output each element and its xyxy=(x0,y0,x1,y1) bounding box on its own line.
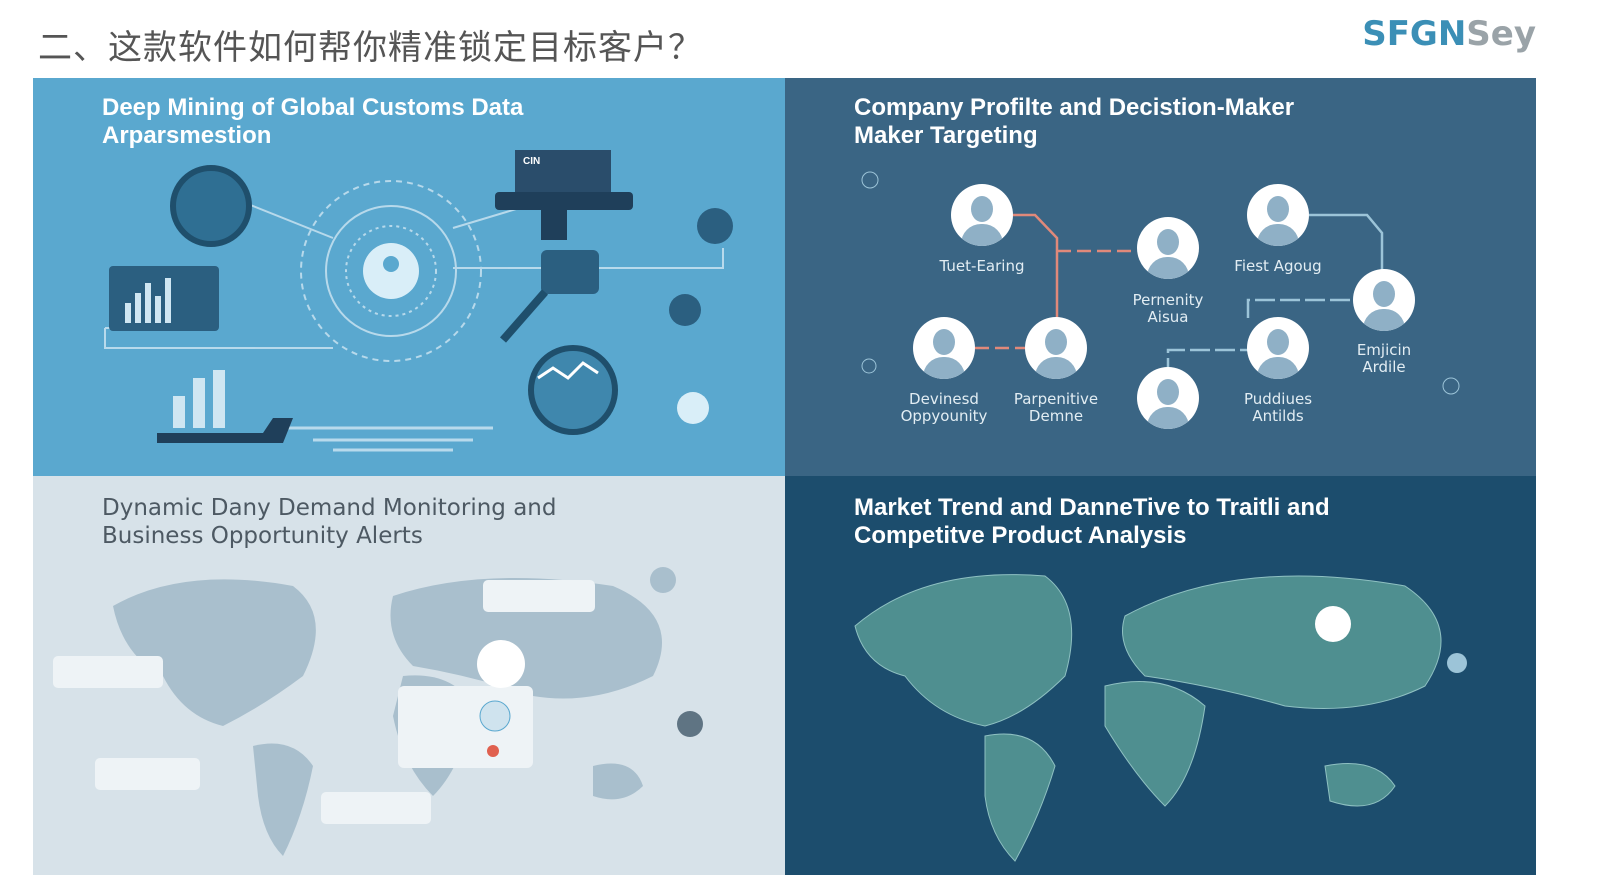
title-line: Competitve Product Analysis xyxy=(854,522,1187,549)
title-line: Arparsmestion xyxy=(102,122,272,149)
alert-icon xyxy=(677,711,703,737)
title-line: Company Profilte and Decistion-Maker xyxy=(854,94,1295,121)
label-line: Aisua xyxy=(1147,308,1189,326)
label-line: Tuet-Earing xyxy=(939,257,1025,275)
person-node[interactable] xyxy=(1025,317,1087,379)
magnifier-icon xyxy=(528,345,618,435)
customs-data-illustration: CIN xyxy=(104,150,733,452)
person-node[interactable] xyxy=(951,184,1013,246)
globe-icon xyxy=(170,165,252,247)
ship-icon xyxy=(157,418,293,443)
location-icon xyxy=(479,700,511,732)
label-line: Devinesd xyxy=(909,390,979,408)
notification-bubble xyxy=(95,758,200,790)
info-icon xyxy=(861,171,879,189)
label-line: Emjicin xyxy=(1356,341,1412,359)
title-line: Deep Mining of Global Customs Data xyxy=(102,94,524,121)
title-line: Dynamic Dany Demand Monitoring and xyxy=(102,495,557,521)
alert-bell-icon xyxy=(1315,606,1351,642)
label-line: Oppyounity xyxy=(900,407,988,425)
notification-bubble xyxy=(321,792,431,824)
notification-bubble xyxy=(53,656,163,688)
help-icon xyxy=(650,567,676,593)
label-line: Parpenitive xyxy=(1013,390,1099,408)
cloud-pin-icon xyxy=(669,294,701,326)
container-label: CIN xyxy=(523,156,540,167)
logo-secondary: Sey xyxy=(1466,14,1536,54)
title-line: Maker Targeting xyxy=(854,122,1038,149)
alert-card xyxy=(398,686,533,768)
label-line: Demne xyxy=(1028,407,1084,425)
world-map-light xyxy=(53,567,703,856)
person-label: Tuet-Earing xyxy=(940,258,1025,275)
label-line: Fiest Agoug xyxy=(1234,257,1322,275)
page-title: 二、这款软件如何帮你精准锁定目标客户？ xyxy=(38,28,703,68)
panel-market-trend: Market Trend and DanneTive to Traitli an… xyxy=(785,476,1536,875)
brand-logo: SFGNSey xyxy=(1362,14,1536,54)
container-icon xyxy=(515,150,611,192)
info-icon xyxy=(1442,377,1460,395)
title-line: Market Trend and DanneTive to Traitli an… xyxy=(854,494,1330,521)
image-icon xyxy=(477,640,525,688)
world-map-dark xyxy=(854,574,1467,862)
info-icon xyxy=(861,358,877,374)
lock-icon xyxy=(677,392,709,424)
label-line: Antilds xyxy=(1252,407,1304,425)
person-node[interactable] xyxy=(1353,269,1415,331)
connection-lines xyxy=(861,171,1460,395)
person-label: Fiest Agoug xyxy=(1234,258,1321,275)
person-node[interactable] xyxy=(1247,184,1309,246)
person-node[interactable] xyxy=(1137,217,1199,279)
panel-title: Market Trend and DanneTive to Traitli an… xyxy=(854,494,1330,550)
notification-bubble xyxy=(483,580,595,612)
person-node[interactable] xyxy=(913,317,975,379)
title-line: Business Opportunity Alerts xyxy=(102,523,423,549)
label-line: Pernenity xyxy=(1132,291,1204,309)
person-node[interactable] xyxy=(1247,317,1309,379)
label-line: Ardile xyxy=(1362,358,1406,376)
pin-icon xyxy=(487,745,499,757)
analytics-icon xyxy=(541,250,599,294)
logo-primary: SFGN xyxy=(1362,14,1467,54)
location-pin-icon xyxy=(697,208,733,244)
info-icon xyxy=(1447,653,1467,673)
label-line: Puddiues xyxy=(1243,390,1313,408)
person-node[interactable] xyxy=(1137,367,1199,429)
